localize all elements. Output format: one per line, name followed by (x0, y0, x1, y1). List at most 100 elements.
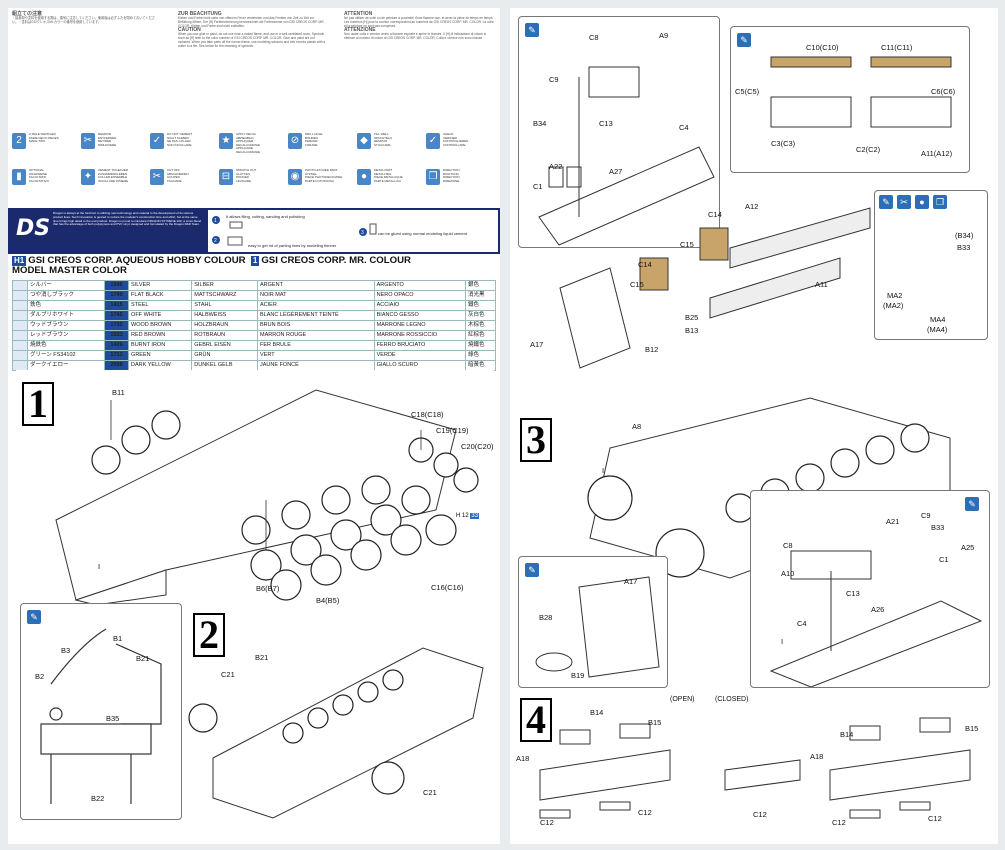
caution-label: DRILL HOLE BOHREN PERCER FORARE (305, 132, 323, 147)
label-c12-e: C12 (928, 814, 942, 823)
label-a26: A26 (871, 605, 885, 614)
caution-symbol-icon: ✂ (150, 169, 164, 185)
right-page: ✎ C8 A9 C9 B34 C13 C4 A22 C1 A27 ✎ C10(C… (510, 8, 998, 844)
caution-symbol-icon: ◉ (288, 169, 302, 185)
caution-cell: ★APPLY DECAL ABZIEHBILD APPLIQUER DECALC… (219, 132, 277, 167)
paint-en: WOOD BROWN (128, 320, 193, 331)
label-ma4: MA4 (930, 315, 946, 324)
caution-cell: ✓DO NOT CEMENT NICHT KLEBEN NE PAS COLLE… (150, 132, 208, 167)
paint-fr: ACIER (257, 300, 375, 311)
caution-label: FILL WELL SPACHTELN REMPLIR STUCCARE (374, 132, 392, 147)
step-2: 2 C21 B21 C21 (183, 608, 493, 823)
label-c21-a: C21 (221, 670, 235, 679)
state-open: (OPEN) (670, 696, 695, 703)
label-b25: B25 (685, 313, 699, 322)
paint-it: MARRONE LEGNO (373, 320, 466, 331)
label-a11: A11(A12) (921, 149, 953, 158)
step-4-drawing (539, 717, 971, 819)
caution-cell: ✂CUT OFF ABSCHNEIDEN COUPER TAGLIARE (150, 168, 208, 203)
inset-drawing (535, 576, 660, 678)
paint-num: 1735 (103, 320, 130, 331)
label-a12: A12 (745, 202, 759, 211)
label-c3: C3(C3) (771, 139, 796, 148)
caution-label: CUT OFF ABSCHNEIDEN COUPER TAGLIARE (167, 168, 189, 183)
caution-label: 2 TEILE FERTIGEN FAIRE DEUX PIECES MAKE … (29, 132, 59, 144)
caution-label: DO NOT CEMENT NICHT KLEBEN NE PAS COLLER… (167, 132, 193, 147)
label-c4-b: C4 (797, 619, 807, 628)
paint-en: STEEL (128, 300, 193, 311)
metal-icon: ● (915, 195, 929, 209)
paint-num: 1546 (103, 280, 130, 291)
paint-it: BIANCO GESSO (373, 310, 466, 321)
step-3-inset-boxes: ✎ C10(C10) C11(C11) C5(C5) C6(C6) C3(C3)… (730, 26, 970, 173)
label-a11-b: A11 (815, 280, 828, 289)
label-c9-b: C9 (921, 511, 931, 520)
paint-de: DUNKEL GELB (191, 360, 259, 371)
step-1: 1 B11 C18(C18) C19(C19) C20(C20) I (16, 370, 494, 605)
label-a17-b: A17 (624, 577, 638, 586)
step-number-4: 4 (520, 698, 552, 742)
label-c18: C18(C18) (411, 410, 444, 419)
paint-num: 1749 (103, 290, 130, 301)
paint-cn: 紅棕色 (464, 330, 497, 341)
step-1-inset: ✎ B1 B3 B2 B21 B35 B22 (20, 603, 182, 820)
paint-index (12, 300, 28, 311)
label-b34-b: (B34) (955, 231, 974, 240)
paint-jp: シルバー (27, 280, 105, 291)
paint-index (12, 330, 28, 341)
caution-label: DIRECTION RICHTUNG DIRECTION DIREZIONE (443, 168, 460, 183)
paint-cn: 消光黑 (464, 290, 497, 301)
paint-cn: 燒鐵色 (464, 340, 497, 351)
caution-cell: ✂REMOVE ENTFERNEN RETIRER RIMUOVERE (81, 132, 139, 167)
step-4: 4 (OPEN) (CLOSED) B14 B15 A18 C12 C12 C1… (510, 690, 998, 840)
label-c21-b: C21 (423, 788, 437, 797)
label-c12-c: C12 (753, 810, 767, 819)
svg-text:2: 2 (214, 238, 217, 244)
paint-num: 1533 (103, 330, 130, 341)
label-b1: B1 (113, 634, 123, 643)
cement-icon: ✎ (525, 563, 539, 577)
step-2-drawing (188, 647, 484, 819)
label-b35: B35 (106, 714, 120, 723)
ds-logo: DS (16, 216, 51, 241)
paint-fr: BRUN BOIS (257, 320, 375, 331)
step-number-2: 2 (193, 613, 225, 657)
caution-symbol-icon: ✓ (150, 133, 164, 149)
paint-jp: ダークイエロー (27, 360, 105, 371)
label-b15: B15 (648, 718, 662, 727)
paint-en: FLAT BLACK (128, 290, 193, 301)
paint-index (12, 290, 28, 301)
label-c9: C9 (549, 75, 559, 84)
label-c16: C16(C16) (431, 583, 464, 592)
label-c8: C8 (589, 33, 599, 42)
label-b4: B4(B5) (316, 596, 340, 605)
label-b34: B34 (533, 119, 547, 128)
paint-fr: ARGENT (257, 280, 375, 291)
label-c1: C1 (533, 182, 543, 191)
inset-drawing (40, 628, 162, 804)
caution-label: PHOTO-ETCHED PART ÄTZTEIL PIECE PHOTODEC… (305, 168, 343, 183)
step-1-drawing (55, 389, 479, 605)
label-a25: A25 (961, 543, 975, 552)
paint-jp: レッドブラウン (27, 330, 105, 341)
caution-cell: ❒DIRECTION RICHTUNG DIRECTION DIREZIONE (426, 168, 484, 203)
cement-icon: ✎ (525, 23, 539, 37)
paint-it: GIALLO SCURO (373, 360, 466, 371)
label-b22: B22 (91, 794, 105, 803)
label-b21: B21 (136, 654, 150, 663)
caution-cell: ⊘DRILL HOLE BOHREN PERCER FORARE (288, 132, 346, 167)
label-b6: B6(B7) (256, 584, 280, 593)
label-a8: A8 (632, 422, 642, 431)
label-a18: A18 (516, 754, 530, 763)
inset-drawing (770, 56, 952, 128)
label-ma2-b: (MA2) (883, 301, 904, 310)
paint-jp: つや消しブラック (27, 290, 105, 301)
label-a18-b: A18 (810, 752, 824, 761)
label-a9: A9 (659, 31, 669, 40)
caution-label: APPLY DECAL ABZIEHBILD APPLIQUER DECALCO… (236, 132, 261, 154)
caution-symbol-icon: ❒ (426, 169, 440, 185)
